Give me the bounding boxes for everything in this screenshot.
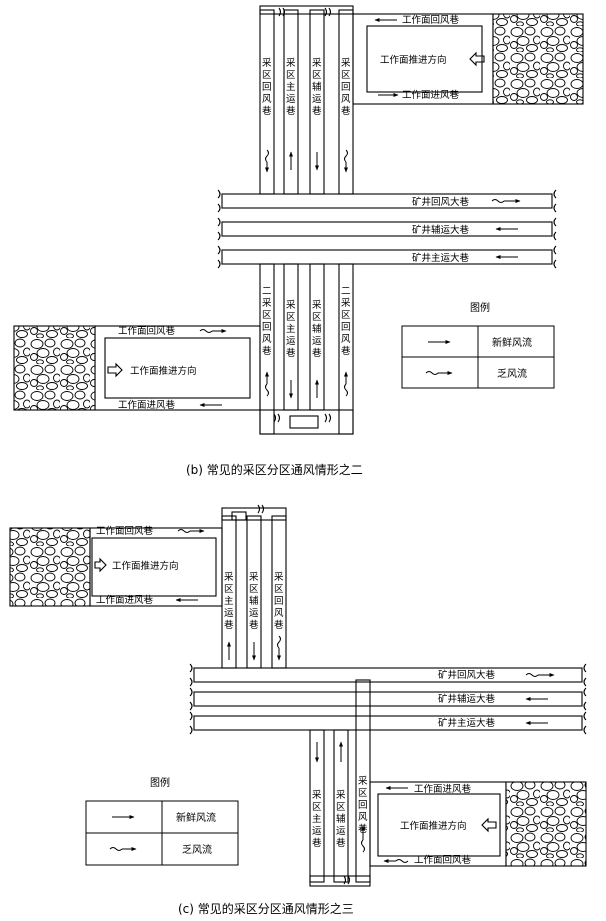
main-return-label: 矿井回风大巷 (412, 196, 470, 208)
legend-c: 图例 新鲜风流 乏风流 (85, 776, 239, 866)
legend-fresh-label: 新鲜风流 (492, 336, 532, 349)
diagram-b (13, 5, 584, 435)
right-intake-airway-label: 工作面进风巷 (414, 783, 472, 795)
shaft-label: 采区回风巷 (262, 58, 272, 117)
advance-arrow-icon (481, 817, 497, 833)
upper-panel-b (352, 13, 584, 105)
legend-title: 图例 (150, 776, 170, 789)
upper-shafts-b (259, 5, 354, 195)
main-return-label-c: 矿井回风大巷 (438, 669, 496, 681)
top-return-airway-label: 工作面回风巷 (402, 14, 460, 26)
exhaust-air-arrow-icon (109, 847, 123, 851)
left-return-airway-label: 工作面回风巷 (96, 525, 154, 537)
top-intake-airway-label: 工作面进风巷 (402, 89, 460, 101)
regulator-icon (257, 504, 351, 885)
shaft-label: 采区回风巷 (274, 572, 284, 631)
lower-intake-airway-label: 工作面进风巷 (118, 399, 176, 411)
caption-b: (b) 常见的采区分区通风情形之二 (186, 462, 363, 477)
shaft-label: 采区主运巷 (286, 300, 296, 359)
diagram-c (9, 504, 587, 887)
lower-shafts-b (259, 263, 354, 435)
shaft-label: 采区回风巷 (358, 776, 368, 835)
shaft-label: 采区辅运巷 (312, 300, 322, 359)
shaft-label: 采区主运巷 (224, 572, 234, 631)
advance-arrow-icon (94, 557, 107, 573)
caption-c: (c) 常见的采区分区通风情形之三 (178, 901, 354, 916)
main-aux-label: 矿井辅运大巷 (412, 224, 470, 236)
main-aux-label-c: 矿井辅运大巷 (438, 693, 496, 705)
legend-title: 图例 (470, 301, 490, 314)
shaft-label: 采区辅运巷 (249, 572, 259, 631)
main-roadways-b (217, 189, 557, 269)
main-haul-label-c: 矿井主运大巷 (438, 717, 496, 729)
right-advance-label: 工作面推进方向 (400, 820, 467, 832)
right-panel-c (369, 781, 587, 867)
lower-return-airway-label: 工作面回风巷 (118, 325, 176, 337)
shaft-label: 采区辅运巷 (336, 790, 346, 849)
legend-exhaust-label: 乏风流 (182, 843, 212, 856)
advance-arrow-icon (107, 362, 123, 378)
shaft-label: 采区回风巷 (341, 58, 351, 117)
main-roadways-c (189, 663, 587, 735)
regulator-icon (273, 7, 332, 423)
main-haul-label: 矿井主运大巷 (412, 252, 470, 264)
shaft-label: 采区主运巷 (312, 790, 322, 849)
legend-exhaust-label: 乏风流 (497, 367, 527, 380)
shaft-label: 采区辅运巷 (312, 58, 322, 117)
flow-arrows-b (199, 18, 521, 407)
shaft-label: 采区主运巷 (286, 58, 296, 117)
vertical-labels-c: 采区主运巷 采区辅运巷 采区回风巷 采区主运巷 采区辅运巷 采区回风巷 (224, 572, 368, 849)
left-intake-airway-label: 工作面进风巷 (96, 594, 154, 606)
advance-arrow-icon (469, 51, 485, 67)
top-advance-label: 工作面推进方向 (380, 54, 447, 66)
left-advance-label: 工作面推进方向 (112, 560, 179, 572)
lower-shafts-c (309, 679, 371, 887)
lower-advance-label: 工作面推进方向 (130, 365, 197, 377)
right-return-airway-label: 工作面回风巷 (414, 854, 472, 866)
exhaust-air-arrow-icon (425, 371, 439, 375)
lower-panel-b (13, 325, 261, 411)
left-panel-c (9, 527, 223, 607)
flow-arrows-c (175, 529, 555, 863)
vertical-labels-b: 采区回风巷 采区主运巷 采区辅运巷 采区回风巷 二采区回风巷 采区主运巷 采区辅… (262, 58, 351, 359)
legend-fresh-label: 新鲜风流 (176, 811, 216, 824)
shaft-label: 二采区回风巷 (262, 286, 272, 357)
legend-b: 图例 新鲜风流 乏风流 (401, 301, 555, 389)
shaft-label: 二采区回风巷 (341, 286, 351, 357)
